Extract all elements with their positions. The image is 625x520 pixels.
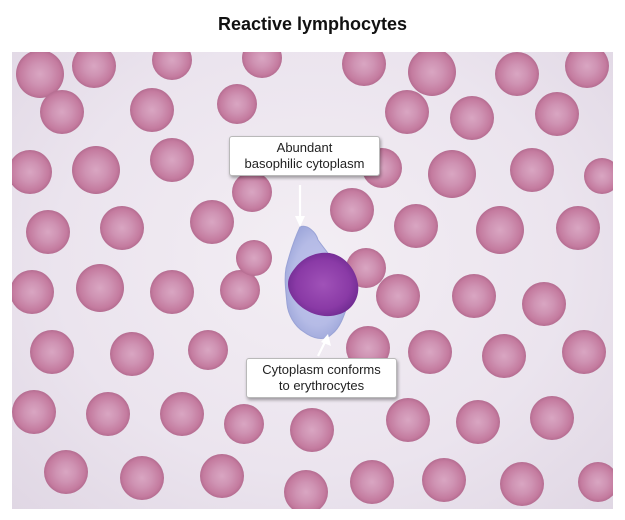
lymphocyte-nucleus	[288, 252, 359, 317]
erythrocyte	[76, 264, 124, 312]
erythrocyte	[522, 282, 566, 326]
erythrocyte	[120, 456, 164, 500]
erythrocyte	[190, 200, 234, 244]
erythrocyte	[578, 462, 613, 502]
erythrocyte	[284, 470, 328, 509]
erythrocyte	[394, 204, 438, 248]
erythrocyte	[565, 52, 609, 88]
erythrocyte	[232, 172, 272, 212]
erythrocyte	[236, 240, 272, 276]
erythrocyte	[562, 330, 606, 374]
erythrocyte	[86, 392, 130, 436]
erythrocyte	[242, 52, 282, 78]
figure-title: Reactive lymphocytes	[217, 14, 408, 34]
erythrocyte	[556, 206, 600, 250]
erythrocyte	[376, 274, 420, 318]
erythrocyte	[150, 138, 194, 182]
erythrocyte	[72, 52, 116, 88]
erythrocyte	[584, 158, 613, 194]
callout-basophilic-cytoplasm: Abundant basophilic cytoplasm	[229, 136, 380, 176]
erythrocyte	[130, 88, 174, 132]
erythrocyte	[217, 84, 257, 124]
erythrocyte	[452, 274, 496, 318]
erythrocyte	[220, 270, 260, 310]
micrograph-svg	[12, 52, 613, 509]
erythrocyte	[188, 330, 228, 370]
erythrocyte	[12, 150, 52, 194]
erythrocyte	[152, 52, 192, 80]
erythrocyte	[408, 330, 452, 374]
erythrocyte	[535, 92, 579, 136]
erythrocyte	[456, 400, 500, 444]
erythrocyte	[500, 462, 544, 506]
erythrocyte	[385, 90, 429, 134]
blood-smear-micrograph: Abundant basophilic cytoplasm Cytoplasm …	[12, 52, 613, 509]
erythrocyte	[408, 52, 456, 96]
erythrocyte	[44, 450, 88, 494]
erythrocyte	[482, 334, 526, 378]
erythrocyte	[450, 96, 494, 140]
callout-cytoplasm-conforms: Cytoplasm conforms to erythrocytes	[246, 358, 397, 398]
erythrocyte	[530, 396, 574, 440]
erythrocyte	[12, 270, 54, 314]
erythrocyte	[100, 206, 144, 250]
callout-line: Abundant	[276, 140, 333, 155]
erythrocyte	[26, 210, 70, 254]
arrows	[295, 185, 331, 357]
erythrocyte	[40, 90, 84, 134]
erythrocyte	[72, 146, 120, 194]
erythrocyte	[200, 454, 244, 498]
reactive-lymphocyte	[284, 225, 359, 339]
erythrocyte	[428, 150, 476, 198]
erythrocytes	[12, 52, 613, 509]
erythrocyte	[495, 52, 539, 96]
erythrocyte	[16, 52, 64, 98]
erythrocyte	[476, 206, 524, 254]
callout-line: basophilic cytoplasm	[244, 156, 365, 171]
erythrocyte	[290, 408, 334, 452]
erythrocyte	[12, 390, 56, 434]
erythrocyte	[422, 458, 466, 502]
erythrocyte	[342, 52, 386, 86]
erythrocyte	[330, 188, 374, 232]
erythrocyte	[160, 392, 204, 436]
callout-line: Cytoplasm conforms	[262, 362, 381, 377]
erythrocyte	[150, 270, 194, 314]
erythrocyte	[510, 148, 554, 192]
erythrocyte	[386, 398, 430, 442]
callout-line: to erythrocytes	[278, 378, 365, 393]
erythrocyte	[110, 332, 154, 376]
erythrocyte	[30, 330, 74, 374]
erythrocyte	[224, 404, 264, 444]
erythrocyte	[350, 460, 394, 504]
